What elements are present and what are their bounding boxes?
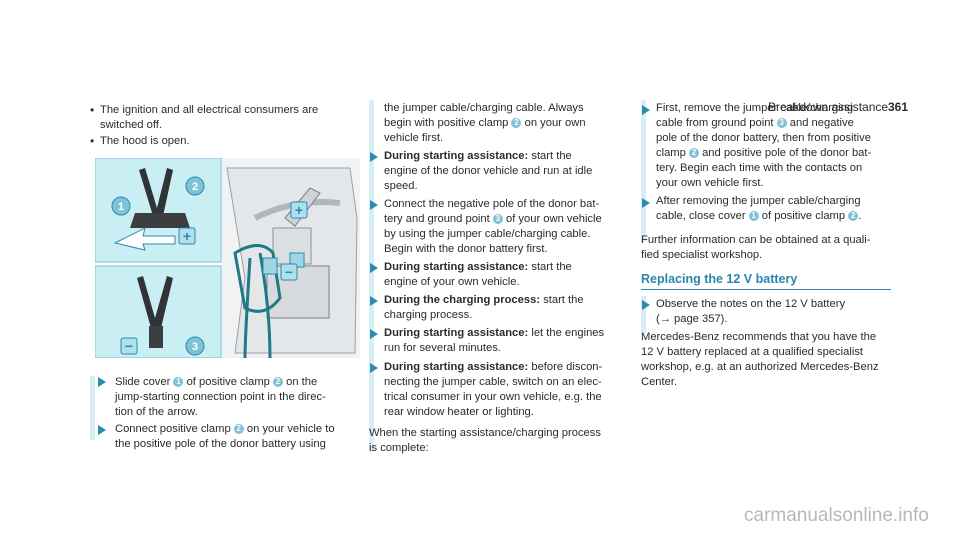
minus-marker: − <box>125 338 133 354</box>
step-bar <box>90 376 95 440</box>
step-connect-negative: Connect the negative pole of the donor b… <box>384 198 602 256</box>
step-arrow-icon <box>370 296 378 306</box>
step-observe-notes: Observe the notes on the 12 V battery(→ … <box>656 298 846 326</box>
marker-1: 1 <box>118 201 124 213</box>
heading-rule <box>641 289 891 290</box>
watermark: carmanualsonline.info <box>744 505 929 526</box>
step-bar <box>641 296 646 332</box>
step-arrow-icon <box>642 198 650 208</box>
step-before-disconnect: During starting assistance: before disco… <box>384 361 603 419</box>
step-arrow-icon <box>370 329 378 339</box>
step-arrow-icon <box>370 363 378 373</box>
step-connect-clamp: Connect positive clamp 2 on your vehicle… <box>115 423 335 451</box>
step-close-cover: After removing the jumper cable/charging… <box>656 195 862 223</box>
minus-marker: − <box>285 264 293 280</box>
bullet-text: The hood is open. <box>100 135 190 147</box>
step-arrow-icon <box>642 300 650 310</box>
step-bar <box>641 100 646 242</box>
recommendation-text: Mercedes-Benz recommends that you have t… <box>641 331 879 389</box>
step-remove-cable: First, remove the jumper cable/charging … <box>656 102 872 190</box>
plus-marker: + <box>183 228 191 244</box>
completion-text: When the starting assistance/charging pr… <box>369 427 601 455</box>
section-heading: Replacing the 12 V battery <box>641 272 798 286</box>
jump-start-illustration: + − 1 2 + − 3 <box>94 157 360 359</box>
section-title: Breakdown assistance <box>768 100 889 114</box>
step-arrow-icon <box>98 377 106 387</box>
bullet-dot: • <box>90 103 95 117</box>
bullet-text: The ignition and all electrical consumer… <box>100 104 319 116</box>
step-arrow-icon <box>642 105 650 115</box>
bullet-text: switched off. <box>100 119 162 131</box>
step-run-engines: During starting assistance: let the engi… <box>384 327 605 355</box>
step-arrow-icon <box>370 263 378 273</box>
plus-marker: + <box>295 202 303 218</box>
step-start-donor: During starting assistance: start the en… <box>384 150 593 193</box>
step-bar <box>369 100 374 452</box>
page-reference-link[interactable]: (→ page 357). <box>656 313 728 326</box>
cont-text: the jumper cable/charging cable. Always … <box>384 102 586 145</box>
page-number: 361 <box>888 100 909 114</box>
step-start-own: During starting assistance: start the en… <box>384 261 572 289</box>
step-charging: During the charging process: start the c… <box>384 294 584 322</box>
marker-2: 2 <box>192 181 198 193</box>
further-info: Further information can be obtained at a… <box>641 234 871 262</box>
step-slide-cover: Slide cover 1 of positive clamp 2 on the… <box>115 376 326 419</box>
step-arrow-icon <box>370 200 378 210</box>
marker-3: 3 <box>192 341 198 353</box>
step-arrow-icon <box>370 152 378 162</box>
step-arrow-icon <box>98 425 106 435</box>
bullet-dot: • <box>90 134 95 148</box>
